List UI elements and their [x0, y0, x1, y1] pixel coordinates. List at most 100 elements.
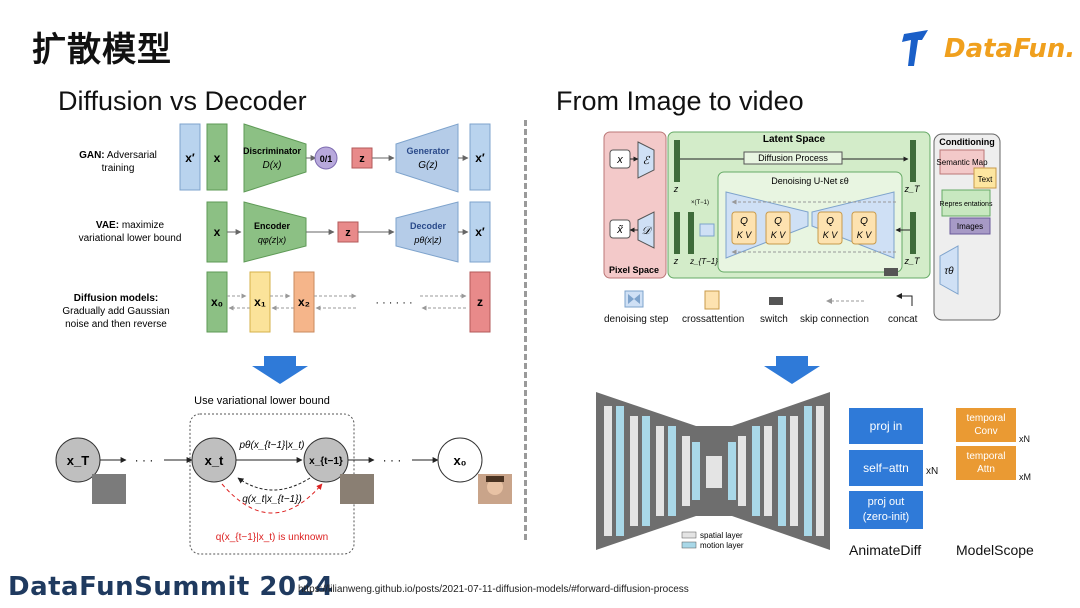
unknown-label: q(x_{t−1}|x_t) is unknown [216, 532, 328, 543]
node-xt1-label: x_{t−1} [309, 456, 343, 467]
gan-xprime-block [179, 123, 201, 191]
diffusion-label-line3: noise and then reverse [65, 319, 167, 330]
ldm-x-label: x [616, 154, 623, 166]
diff-x0-block [206, 271, 228, 333]
legend-concat: concat [888, 314, 918, 325]
video-unet-diagram: spatial layer motion layer [596, 392, 830, 550]
xN-left-label: xN [926, 466, 939, 477]
diff-z-text: z [477, 295, 483, 309]
kv2: K V [771, 230, 787, 240]
proj-in-block: proj in [849, 408, 923, 444]
disc-formula: D(x) [263, 160, 282, 171]
unet-layers [604, 406, 824, 536]
decoder-block [395, 201, 459, 263]
diff-x2-block [293, 271, 315, 333]
markov-dots-2: · · · [383, 453, 402, 467]
modelscope-label: ModelScope [956, 542, 1034, 558]
temporal-attn-line1: temporal [966, 451, 1006, 462]
down-arrow-icon [252, 356, 308, 384]
gan-x-block [206, 123, 228, 191]
diffusion-process-box [743, 151, 843, 165]
vae-xprime-block [469, 201, 491, 263]
brand-mark-icon [902, 30, 928, 66]
vae-label: VAE: maximize [96, 220, 165, 231]
motion-layer-swatch [681, 541, 697, 549]
dec-label: 𝒟 [642, 225, 653, 237]
skip-connection-icon [826, 298, 864, 304]
generator-block [395, 123, 459, 193]
diff-x0-text: x₀ [211, 295, 223, 309]
model-comparison-diagram: GAN: Adversarial training x′ x Discrimin… [62, 123, 491, 333]
kv4: K V [857, 230, 873, 240]
gen-formula: G(z) [418, 160, 437, 171]
footer-brand: DataFunSummit 2024 [8, 572, 334, 602]
diff-dots: · · · · · · [375, 297, 412, 309]
gan-xprime-out-text: x′ [475, 151, 485, 165]
times-label: ×(T−1) [691, 200, 709, 206]
spatial-layer-label: spatial layer [700, 531, 743, 540]
gan-output-text: 0/1 [320, 154, 333, 164]
vae-x-text: x [214, 225, 221, 239]
tau-label: τθ [944, 266, 954, 277]
dec-title: Decoder [410, 221, 447, 231]
legend-denoising-step: denoising step [604, 314, 669, 325]
right-heading: From Image to video [556, 86, 804, 116]
crossattention-icon [704, 290, 720, 310]
xM-label: xM [1019, 472, 1031, 482]
vae-z-text: z [345, 227, 351, 239]
concat-icon [896, 293, 913, 306]
temporal-conv-line2: Conv [974, 426, 998, 437]
self-attn-block: self−attn [849, 450, 923, 486]
kv1: K V [737, 230, 753, 240]
semantic-map-label: Semantic Map [936, 158, 988, 167]
pixel-space-label: Pixel Space [609, 265, 659, 275]
noise-image-2 [340, 474, 374, 504]
slide-title: 扩散模型 [32, 30, 172, 70]
enc-label: ℰ [643, 155, 651, 167]
ldm-zT1: z_{T−1} [689, 257, 718, 266]
diff-z-block [469, 271, 491, 333]
ldm-legend: denoising step crossattention switch ski… [600, 290, 930, 330]
diff-x2-text: x₂ [298, 295, 310, 309]
legend-skip-connection: skip connection [800, 314, 869, 325]
spatial-layer-swatch [681, 531, 697, 539]
ldm-xtilde-label: x̃ [616, 224, 623, 236]
p-label: pθ(x_{t−1}|x_t) [238, 440, 304, 451]
down-arrow-icon [764, 356, 820, 384]
temporal-attn-line2: Attn [977, 464, 995, 475]
gan-z-text: z [359, 153, 365, 165]
node-x0-label: x₀ [453, 453, 466, 468]
node-xT-label: x_T [67, 453, 89, 468]
latent-space-label: Latent Space [763, 134, 826, 145]
ldm-zT-top: z_T [903, 184, 921, 194]
section-divider [524, 120, 527, 540]
datafun-logo: DataFun. [944, 34, 1076, 64]
encoder-shape [637, 141, 655, 179]
gen-title: Generator [406, 146, 450, 156]
kv3: K V [823, 230, 839, 240]
discriminator-block [243, 123, 307, 193]
node-x0 [437, 437, 483, 483]
ldm-zT-low: z_T [903, 256, 921, 266]
gan-label: GAN: Adversarial [79, 150, 157, 161]
conditioning-label: Conditioning [939, 137, 994, 147]
repr-label: Repres entations [940, 201, 993, 208]
encoder-block [243, 201, 307, 263]
noise-image-1 [92, 474, 126, 504]
diffusion-process-label: Diffusion Process [758, 153, 828, 163]
markov-chain-diagram: Use variational lower bound x_T · · · x_… [55, 395, 512, 555]
diff-x1-block [249, 271, 271, 333]
q4: Q [860, 216, 868, 227]
legend-switch: switch [760, 314, 788, 325]
markov-dots-1: · · · [135, 453, 154, 467]
vlb-box [189, 413, 355, 555]
proj-out-line1: proj out [867, 496, 905, 508]
gan-label-line2: training [102, 163, 135, 174]
unet-label: Denoising U-Net εθ [771, 176, 849, 186]
q3: Q [826, 216, 834, 227]
gan-x-text: x [214, 151, 221, 165]
diff-x1-text: x₁ [254, 295, 266, 309]
decoder-shape [637, 211, 655, 249]
diffusion-label: Diffusion models: [74, 293, 158, 304]
motion-layer-label: motion layer [700, 541, 744, 550]
